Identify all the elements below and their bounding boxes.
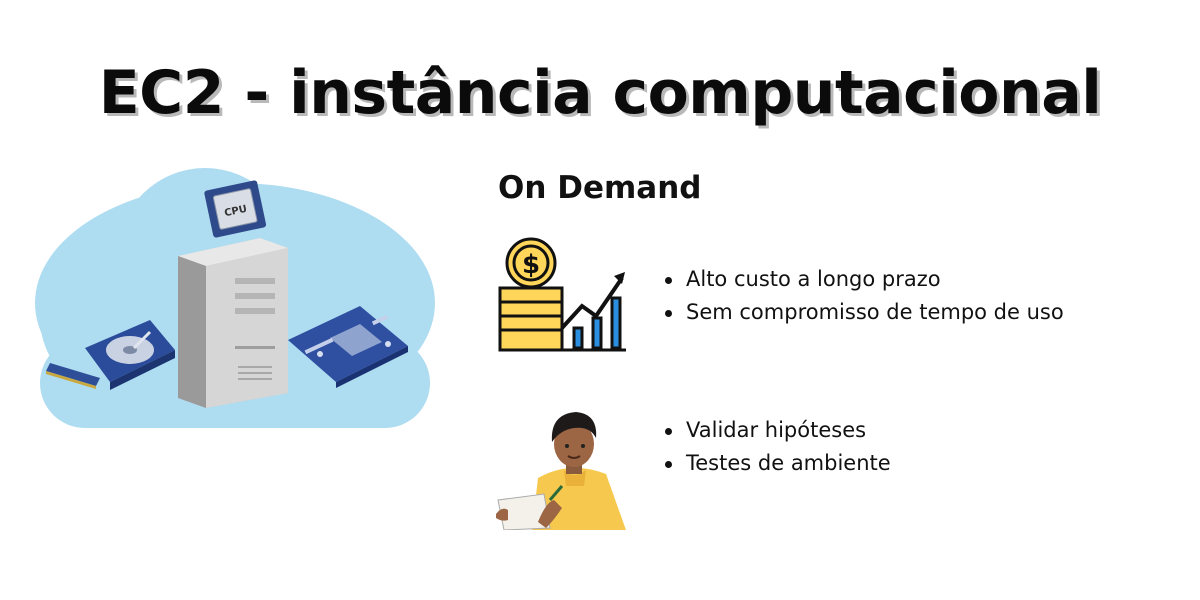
cloud-server-hardware-icon: CPU	[35, 168, 435, 428]
motherboard-icon	[288, 306, 408, 388]
ram-stick-icon	[46, 363, 100, 389]
list-item: Alto custo a longo prazo	[662, 263, 1064, 296]
page-title: EC2 - instância computacional	[98, 58, 1102, 128]
tower-server-icon	[178, 238, 288, 408]
bullet-list-use-cases: Validar hipóteses Testes de ambiente	[662, 414, 891, 480]
coins-growth-chart-icon: $	[498, 237, 626, 352]
list-item: Sem compromisso de tempo de uso	[662, 296, 1064, 329]
cpu-chip-icon: CPU	[204, 180, 267, 238]
person-writing-icon	[496, 412, 626, 530]
hard-disk-icon	[85, 320, 175, 390]
section-heading: On Demand	[498, 170, 702, 206]
dollar-sign-icon: $	[522, 250, 540, 280]
list-item: Validar hipóteses	[662, 414, 891, 447]
bullet-list-cost: Alto custo a longo prazo Sem compromisso…	[662, 263, 1064, 329]
list-item: Testes de ambiente	[662, 447, 891, 480]
cpu-chip-label: CPU	[223, 204, 248, 219]
